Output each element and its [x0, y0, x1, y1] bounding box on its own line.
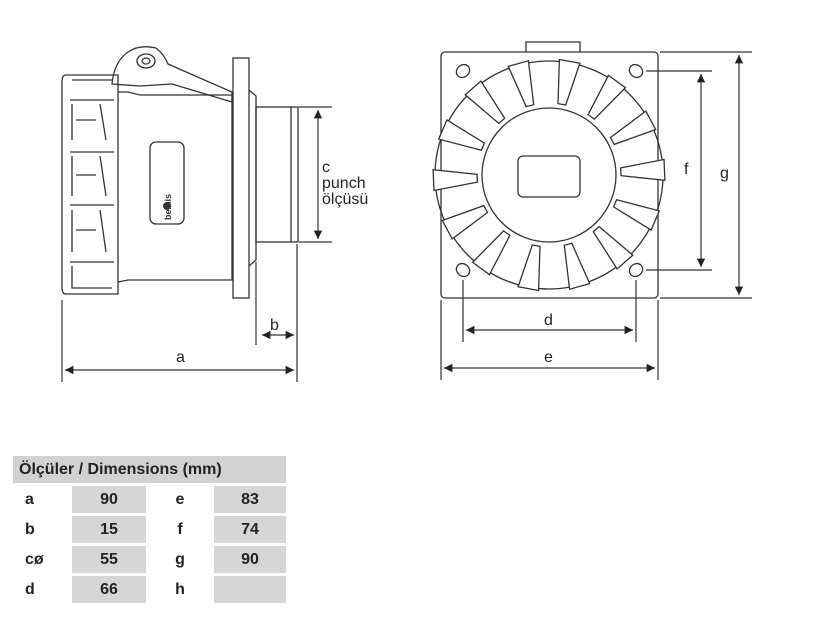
front-rib	[620, 158, 666, 182]
table-value: 90	[72, 486, 146, 513]
table-key: b	[13, 516, 69, 543]
table-key: d	[13, 576, 69, 603]
label-punch: punch	[322, 175, 366, 192]
table-key: g	[149, 546, 211, 573]
front-rib	[507, 59, 535, 108]
label-b: b	[270, 317, 279, 334]
front-rib	[441, 204, 489, 240]
technical-drawing: bemis a b c punch ölçüsü	[61, 41, 752, 382]
label-d: d	[544, 312, 553, 329]
label-e: e	[544, 349, 553, 366]
table-key: e	[149, 486, 211, 513]
front-inner-ring	[481, 107, 617, 243]
table-key: h	[149, 576, 211, 603]
side-front-cap	[61, 74, 119, 295]
label-c: c	[322, 159, 330, 176]
label-f: f	[684, 161, 689, 178]
front-rib	[587, 74, 627, 120]
front-rib	[432, 168, 478, 192]
front-ribs	[432, 58, 666, 292]
mounting-holes	[455, 63, 644, 278]
table-key: a	[13, 486, 69, 513]
side-cap-ribs	[70, 79, 114, 289]
side-lid	[111, 46, 233, 103]
table-title-row: Ölçüler / Dimensions (mm)	[13, 456, 286, 483]
front-rib	[612, 198, 661, 231]
front-dimensions	[440, 51, 752, 380]
table-value: 15	[72, 516, 146, 543]
label-olcusu: ölçüsü	[322, 191, 368, 208]
table-value: 55	[72, 546, 146, 573]
side-body	[117, 91, 233, 283]
side-punch-cylinder	[255, 106, 299, 243]
table-value: 66	[72, 576, 146, 603]
front-rib	[464, 80, 506, 125]
table-value: 90	[214, 546, 286, 573]
table-row: d 66 h	[13, 576, 286, 603]
front-rib	[557, 58, 581, 106]
brand-badge	[149, 141, 185, 225]
front-view	[432, 41, 666, 299]
front-center-window	[517, 155, 581, 198]
table-title: Ölçüler / Dimensions (mm)	[13, 456, 286, 483]
table-row: cø 55 g 90	[13, 546, 286, 573]
table-value: 74	[214, 516, 286, 543]
table-value	[214, 576, 286, 603]
dimensions-table: Ölçüler / Dimensions (mm) a 90 e 83 b 15…	[10, 453, 289, 606]
side-flange	[232, 57, 250, 299]
front-rib	[471, 230, 511, 276]
front-top-tab	[525, 41, 581, 52]
table-value: 83	[214, 486, 286, 513]
front-rib	[609, 110, 657, 146]
side-view	[61, 46, 299, 299]
front-rib	[517, 244, 541, 292]
table-row: b 15 f 74	[13, 516, 286, 543]
table-key: cø	[13, 546, 69, 573]
front-rib	[592, 225, 634, 270]
table-row: a 90 e 83	[13, 486, 286, 513]
side-dimensions	[61, 106, 332, 382]
front-rib	[437, 119, 486, 152]
table-key: f	[149, 516, 211, 543]
label-a: a	[176, 349, 185, 366]
label-g: g	[720, 165, 729, 182]
front-rib	[563, 242, 591, 291]
